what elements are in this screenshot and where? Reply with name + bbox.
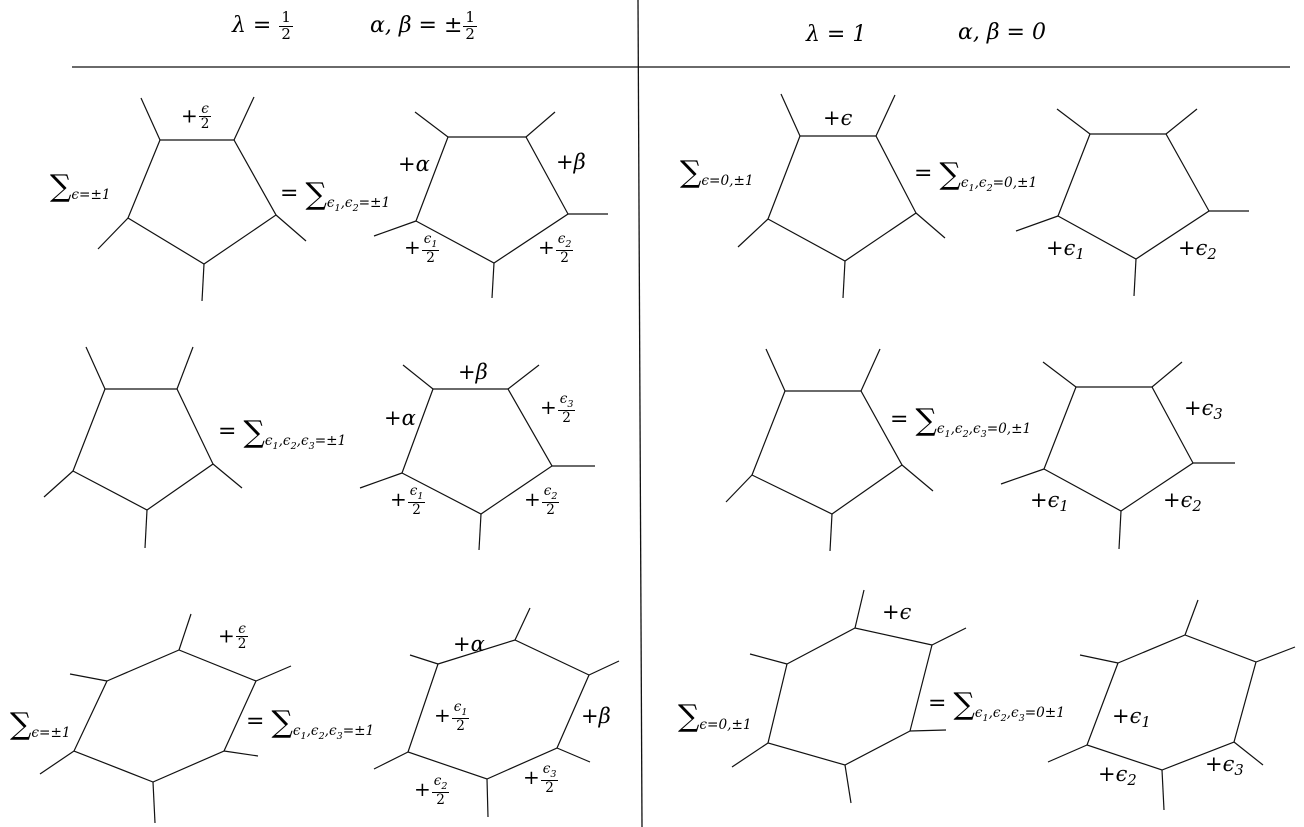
right-row3-rhs-hexagon — [1047, 599, 1296, 811]
left-row3-alpha-label: +α — [453, 632, 485, 656]
left-row3-lhs-sum: ∑ϵ=±1 — [10, 707, 71, 742]
right-row3-lhs-sum: ∑ϵ=0,±1 — [678, 699, 752, 734]
left-row3-beta-label: +β — [581, 704, 611, 728]
right-row3-e3-label: +ϵ3 — [1205, 752, 1244, 779]
right-row3-e1-label: +ϵ1 — [1112, 704, 1151, 731]
right-row1-e2-label: +ϵ2 — [1178, 236, 1217, 263]
column-divider — [637, 0, 643, 827]
right-row1-e1-label: +ϵ1 — [1046, 236, 1085, 263]
left-row2-lhs-pentagon — [43, 346, 243, 549]
right-row3-rhs-sum: = ∑ϵ1,ϵ2,ϵ3=0±1 — [928, 687, 1065, 724]
left-row2-beta-label: +β — [458, 360, 488, 384]
left-row3-lhs-hexagon — [39, 613, 292, 824]
right-row2-lhs-pentagon — [725, 348, 934, 552]
left-row2-alpha-label: +α — [384, 406, 416, 430]
left-row2-rhs-pentagon — [359, 364, 595, 551]
header-right-alpha-beta: α, β = 0 — [958, 20, 1046, 45]
right-row3-e2-label: +ϵ2 — [1098, 762, 1137, 789]
left-row1-beta-label: +β — [556, 150, 586, 174]
right-row2-e2-label: +ϵ2 — [1163, 488, 1202, 515]
left-row1-lhs-sum: ∑ϵ=±1 — [50, 169, 111, 204]
header-right-lambda: λ = 1 — [806, 22, 867, 47]
left-row3-rhs-hexagon — [373, 607, 620, 818]
left-row2-rhs-sum: = ∑ϵ1,ϵ2,ϵ3=±1 — [218, 415, 347, 452]
right-row2-rhs-pentagon — [1000, 361, 1235, 550]
right-row3-top-label: +ϵ — [882, 600, 912, 624]
left-row1-rhs-pentagon — [373, 111, 608, 299]
right-row2-e3-label: +ϵ3 — [1184, 396, 1223, 423]
right-row2-e1-label: +ϵ1 — [1030, 488, 1069, 515]
left-row3-rhs-sum: = ∑ϵ1,ϵ2,ϵ3=±1 — [246, 705, 375, 742]
left-row1-rhs-sum: = ∑ϵ1,ϵ2=±1 — [280, 177, 391, 214]
right-row1-top-label: +ϵ — [823, 106, 853, 130]
right-row3-lhs-hexagon — [731, 589, 967, 804]
right-row1-rhs-sum: = ∑ϵ1,ϵ2=0,±1 — [914, 157, 1038, 194]
left-row1-alpha-label: +α — [398, 152, 430, 176]
right-row1-lhs-pentagon — [737, 93, 946, 299]
right-row1-lhs-sum: ∑ϵ=0,±1 — [680, 155, 754, 190]
right-row1-rhs-pentagon — [1015, 108, 1249, 297]
right-row2-rhs-sum: = ∑ϵ1,ϵ2,ϵ3=0,±1 — [890, 403, 1032, 440]
left-row1-lhs-pentagon — [97, 96, 307, 302]
